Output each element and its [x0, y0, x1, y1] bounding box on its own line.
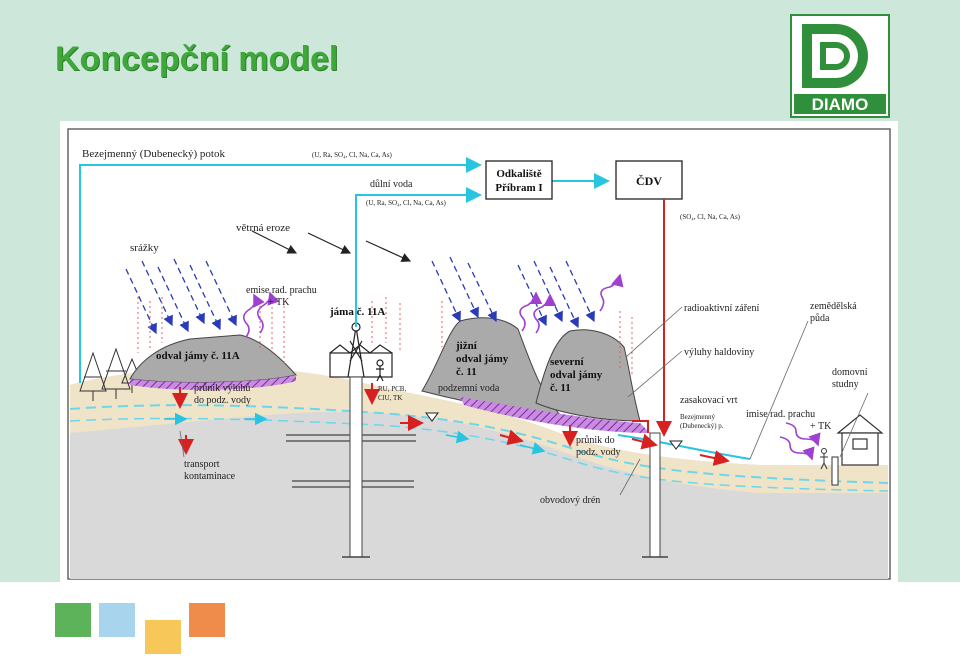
heap-11a: [129, 334, 297, 383]
label-north-1: severní: [550, 356, 585, 368]
label-brook-1: Bezejmenný: [680, 413, 715, 421]
stream-line: [617, 434, 751, 460]
footer-square-orange: [189, 603, 225, 637]
footer-square-yellow: [145, 620, 181, 654]
label-north-2: odval jámy: [550, 369, 603, 381]
label-wells-2: studny: [832, 379, 859, 390]
heap-11-leach-zone: [460, 397, 650, 433]
label-immission-2: + TK: [810, 421, 832, 432]
footer-square-blue: [99, 603, 135, 637]
label-brook-2: (Dubenecký) p.: [680, 422, 724, 430]
label-leachates: výluhy haldoviny: [684, 347, 754, 358]
label-wells-1: domovní: [832, 367, 868, 378]
red-arrows: [172, 383, 730, 466]
label-cdv-chem: (SO₄, Cl, Na, Ca, As): [680, 213, 741, 221]
emission-arrows: [242, 273, 821, 461]
label-north-3: č. 11: [550, 382, 571, 394]
groundwater-level-2: [69, 417, 889, 492]
label-south-1: jižní: [455, 340, 478, 352]
conceptual-model-diagram: Bezejmenný (Dubenecký) potok (U, Ra, SO₄…: [67, 128, 891, 580]
box-cdv: [615, 160, 683, 200]
label-contaminants-1: RU, PCB,: [378, 385, 406, 393]
label-tailings-1: Odkaliště: [496, 168, 541, 180]
infiltration-well: [649, 432, 661, 558]
label-radiation: radioaktivní záření: [684, 303, 759, 314]
trees-icon: [79, 347, 143, 401]
precipitation-arrows: [125, 256, 595, 335]
box-odkaliste: [485, 160, 553, 200]
label-stream-chem: (U, Ra, SO₄, Cl, Na, Ca, As): [312, 151, 392, 159]
label-immission-1: imise rad. prachu: [746, 409, 815, 420]
label-heap-11a: odval jámy č. 11A: [156, 350, 240, 362]
label-transport-2: kontaminace: [184, 471, 236, 482]
well-person-icon: [820, 448, 839, 486]
label-gw-penetration-2: podz. vody: [576, 447, 620, 458]
label-farmland-1: zemědělská: [810, 301, 857, 312]
label-gw-penetration-1: průnik do: [576, 435, 615, 446]
label-perimeter-drain: obvodový drén: [540, 495, 600, 506]
label-cdv: ČDV: [636, 174, 662, 188]
slide-title: Koncepční model: [55, 40, 339, 78]
diamo-logo: DIAMO: [790, 14, 890, 118]
label-emission-1: emise rad. prachu: [246, 285, 317, 296]
ground-bedrock: [70, 368, 888, 579]
label-infiltration-well: zasakovací vrt: [680, 395, 738, 406]
label-south-3: č. 11: [456, 366, 477, 378]
label-contaminants-2: ClU, TK: [378, 394, 402, 402]
gw-marker-icon: [669, 440, 683, 450]
label-emission-2: + TK: [268, 297, 290, 308]
galleries: [286, 434, 416, 488]
heap-north: [535, 329, 641, 422]
label-stream: Bezejmenný (Dubenecký) potok: [82, 148, 225, 160]
gw-marker-icon: [425, 412, 439, 422]
footer-square-green: [55, 603, 91, 637]
label-wind-erosion: větrná eroze: [236, 222, 290, 234]
label-leach-penetration-1: průnik výluhů: [194, 383, 250, 394]
label-mine-water-chem: (U, Ra, SO₄, Cl, Na, Ca, As): [366, 199, 446, 207]
label-precipitation: srážky: [130, 242, 159, 254]
leader-lines: [179, 306, 869, 496]
groundwater-level: [69, 404, 889, 484]
label-shaft: jáma č. 11A: [329, 306, 385, 318]
label-farmland-2: půda: [810, 313, 830, 324]
label-south-2: odval jámy: [456, 353, 509, 365]
ground-soil: [70, 368, 888, 493]
shaft-tube: [349, 376, 363, 558]
label-transport-1: transport: [184, 459, 220, 470]
label-leach-penetration-2: do podz. vody: [194, 395, 251, 406]
label-mine-water: důlní voda: [370, 179, 413, 190]
wind-arrows: [251, 230, 412, 262]
label-groundwater: podzemní voda: [438, 383, 500, 394]
radiation-dots: [137, 297, 633, 377]
flow-lines: [79, 157, 610, 383]
logo-text: DIAMO: [812, 95, 869, 114]
groundwater-flow-arrows: [164, 412, 546, 455]
label-tailings-2: Příbram I: [495, 182, 542, 194]
heap-11a-leach-zone: [130, 375, 296, 390]
